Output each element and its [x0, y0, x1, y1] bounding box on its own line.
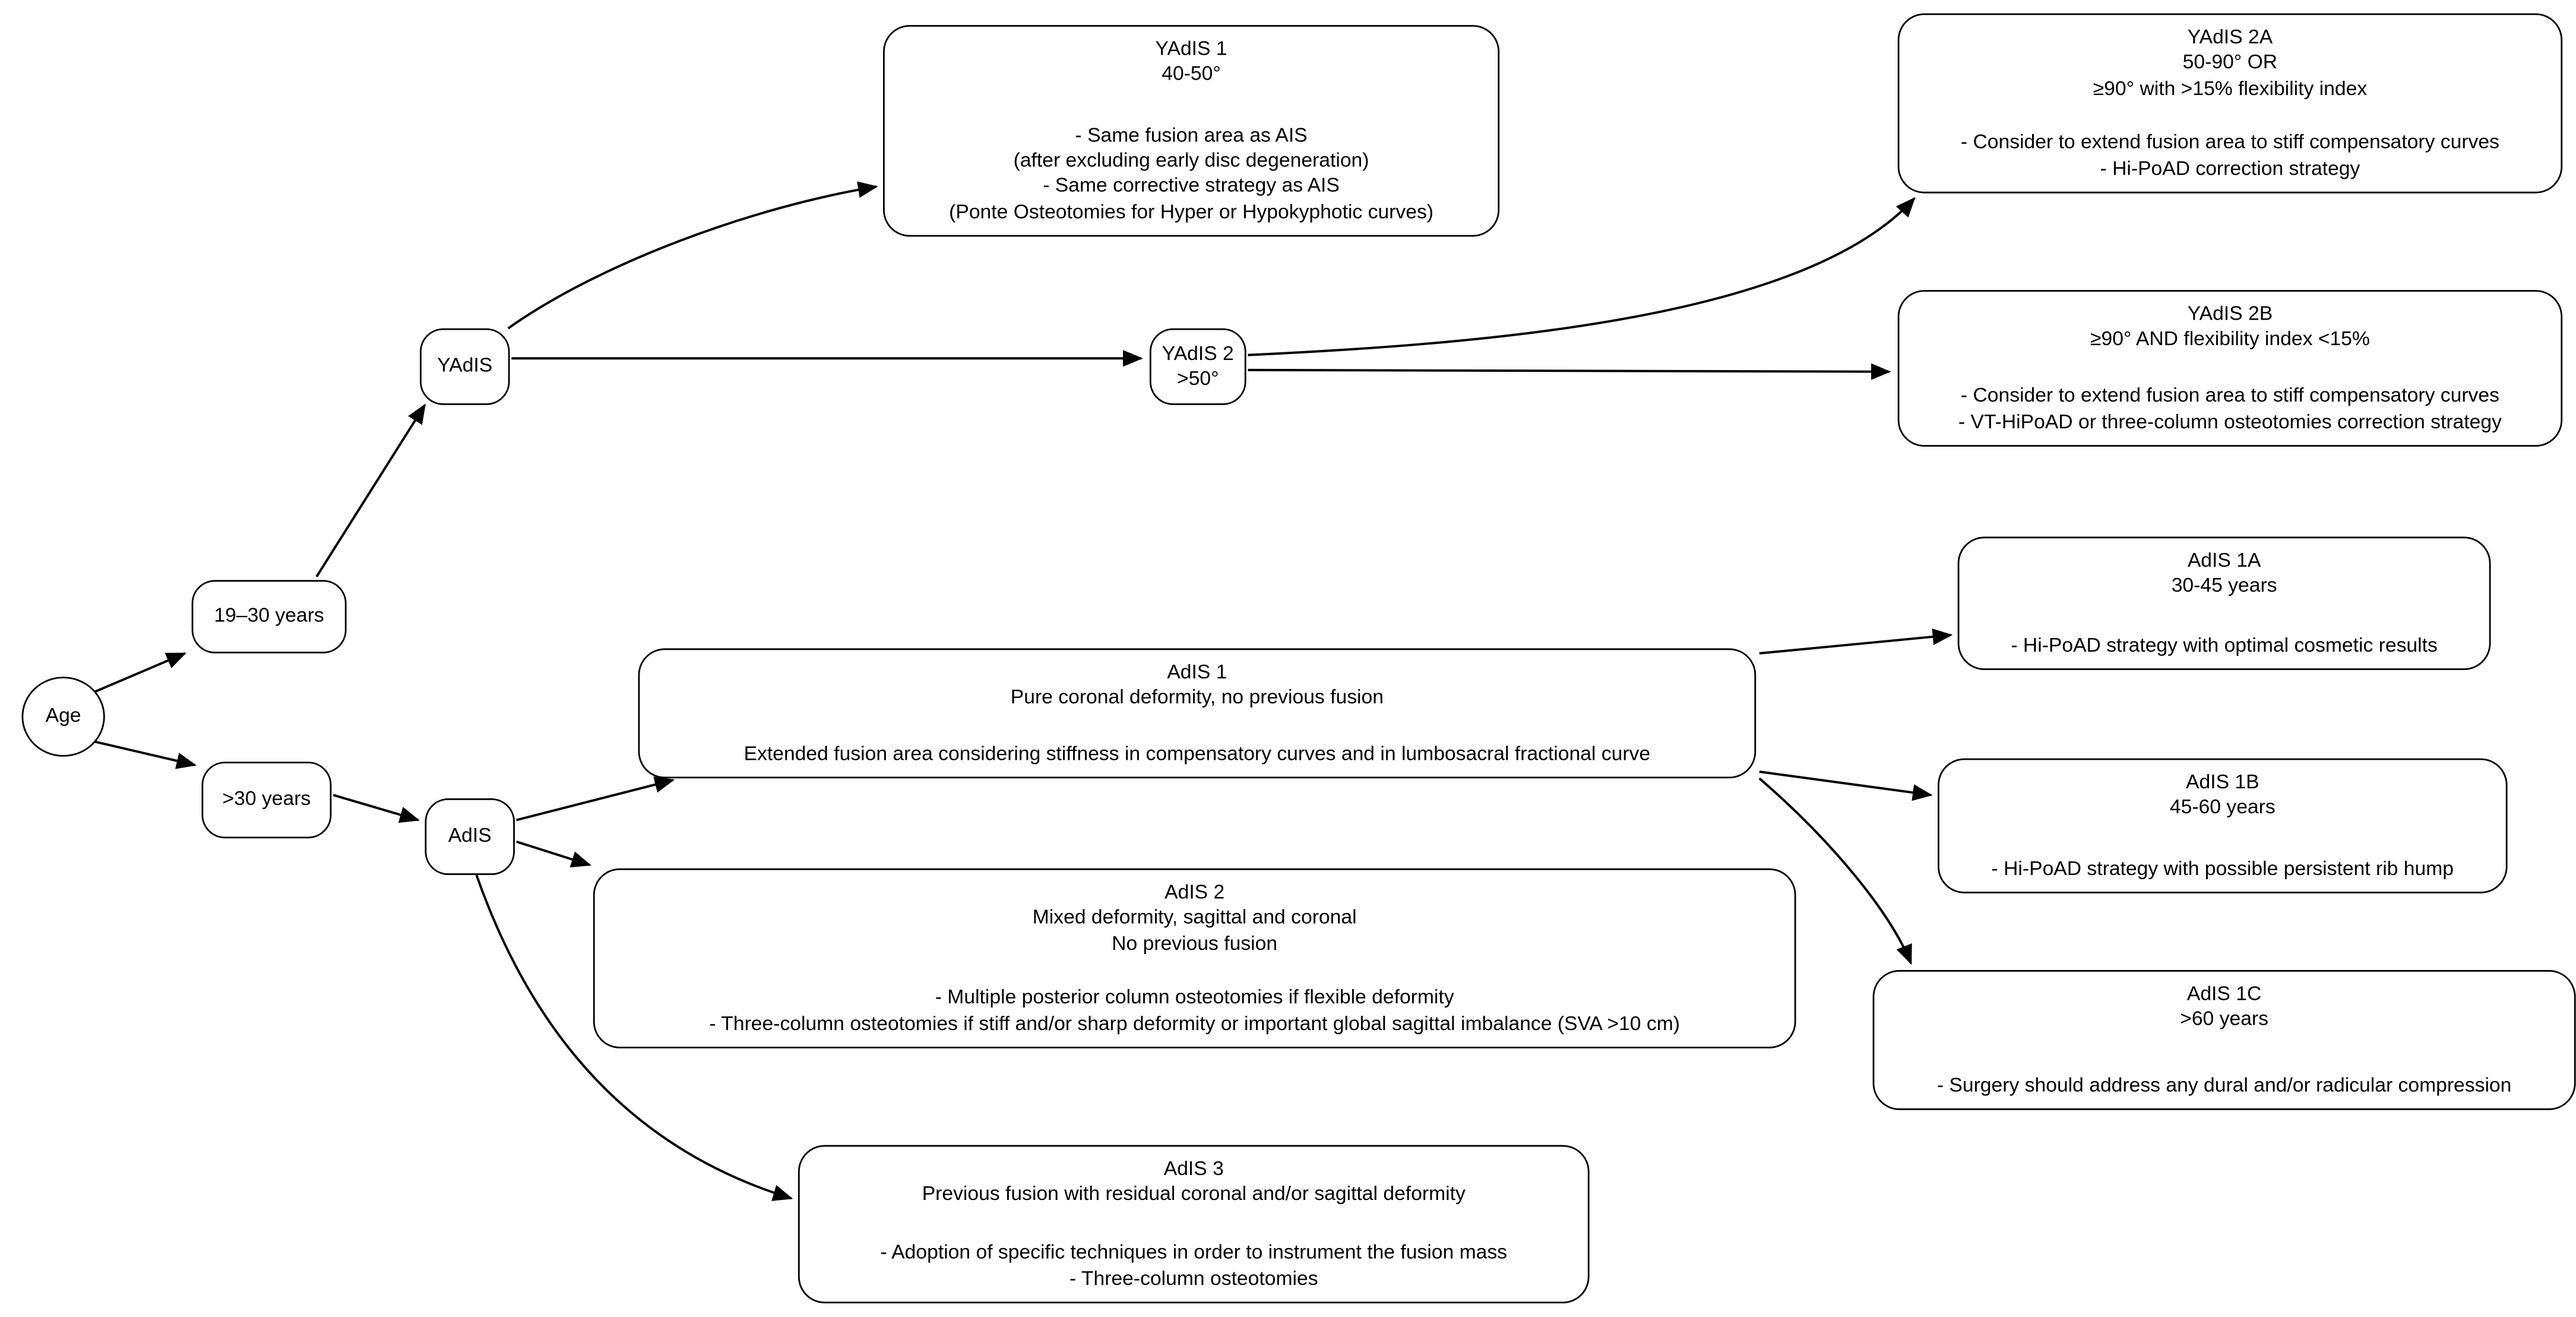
- node-adis-1c-details: - Surgery should address any dural and/o…: [1936, 1072, 2512, 1097]
- node-adis-3: AdIS 3 Previous fusion with residual cor…: [798, 1145, 1590, 1304]
- node-adis-1a-title: AdIS 1A 30-45 years: [2171, 548, 2277, 598]
- edge-19-30-years-to-yadis: [315, 403, 426, 577]
- node-adis: AdIS: [425, 798, 515, 875]
- node-adis-1b-title: AdIS 1B 45-60 years: [2169, 770, 2276, 819]
- node-yadis-2b-details: - Consider to extend fusion area to stif…: [1958, 384, 2502, 433]
- node-over-30-years-label: >30 years: [222, 787, 311, 811]
- node-yadis: YAdIS: [420, 328, 510, 405]
- edge-yadis-to-yadis-1: [507, 181, 878, 330]
- edge-adis-to-adis-1: [516, 776, 675, 822]
- node-yadis-2b-title: YAdIS 2B ≥90° AND flexibility index <15%: [2090, 301, 2370, 351]
- node-yadis-2a: YAdIS 2A 50-90° OR ≥90° with >15% flexib…: [1897, 13, 2563, 194]
- edge-yadis-2-to-yadis-2b: [1248, 363, 1891, 380]
- node-yadis-label: YAdIS: [437, 353, 493, 377]
- node-adis-1: AdIS 1 Pure coronal deformity, no previo…: [638, 648, 1757, 779]
- node-yadis-2-label: YAdIS 2 >50°: [1162, 341, 1234, 390]
- node-adis-1a: AdIS 1A 30-45 years - Hi-PoAD strategy w…: [1957, 536, 2491, 670]
- node-adis-label: AdIS: [448, 823, 492, 848]
- node-yadis-1-title: YAdIS 1 40-50°: [1155, 36, 1227, 86]
- node-yadis-2a-details: - Consider to extend fusion area to stif…: [1960, 130, 2499, 180]
- node-adis-1a-details: - Hi-PoAD strategy with optimal cosmetic…: [2011, 633, 2438, 656]
- node-adis-1b-details: - Hi-PoAD strategy with possible persist…: [1991, 856, 2454, 880]
- node-adis-1-details: Extended fusion area considering stiffne…: [743, 741, 1651, 765]
- node-19-30-years-label: 19–30 years: [214, 604, 324, 627]
- node-adis-2-title: AdIS 2 Mixed deformity, sagittal and cor…: [1032, 880, 1357, 955]
- node-yadis-2b: YAdIS 2B ≥90° AND flexibility index <15%…: [1897, 290, 2563, 447]
- node-adis-1-title: AdIS 1 Pure coronal deformity, no previo…: [1010, 660, 1384, 709]
- edge-age-to-over-30-years: [94, 740, 197, 769]
- node-yadis-1: YAdIS 1 40-50° - Same fusion area as AIS…: [883, 25, 1500, 237]
- node-yadis-2a-title: YAdIS 2A 50-90° OR ≥90° with >15% flexib…: [2093, 25, 2368, 100]
- node-19-30-years: 19–30 years: [191, 580, 347, 653]
- node-age-label: Age: [45, 703, 81, 728]
- edge-adis-1-to-adis-1a: [1759, 628, 1953, 655]
- node-over-30-years: >30 years: [201, 762, 332, 839]
- node-adis-2-details: - Multiple posterior column osteotomies …: [709, 985, 1680, 1035]
- node-age: Age: [21, 677, 105, 757]
- node-adis-1b: AdIS 1B 45-60 years - Hi-PoAD strategy w…: [1938, 758, 2508, 893]
- node-yadis-1-details: - Same fusion area as AIS (after excludi…: [949, 122, 1433, 223]
- edge-adis-to-adis-2: [516, 841, 591, 868]
- node-adis-1c: AdIS 1C >60 years - Surgery should addre…: [1872, 969, 2576, 1110]
- node-adis-1c-title: AdIS 1C >60 years: [2180, 981, 2269, 1031]
- edge-over-30-years-to-adis: [333, 794, 420, 823]
- node-adis-3-title: AdIS 3 Previous fusion with residual cor…: [922, 1157, 1466, 1206]
- node-adis-2: AdIS 2 Mixed deformity, sagittal and cor…: [593, 868, 1796, 1048]
- edge-age-to-19-30-years: [94, 652, 187, 693]
- node-adis-3-details: - Adoption of specific techniques in ord…: [880, 1240, 1508, 1290]
- edge-adis-1-to-adis-1b: [1759, 770, 1933, 801]
- node-yadis-2: YAdIS 2 >50°: [1149, 328, 1246, 405]
